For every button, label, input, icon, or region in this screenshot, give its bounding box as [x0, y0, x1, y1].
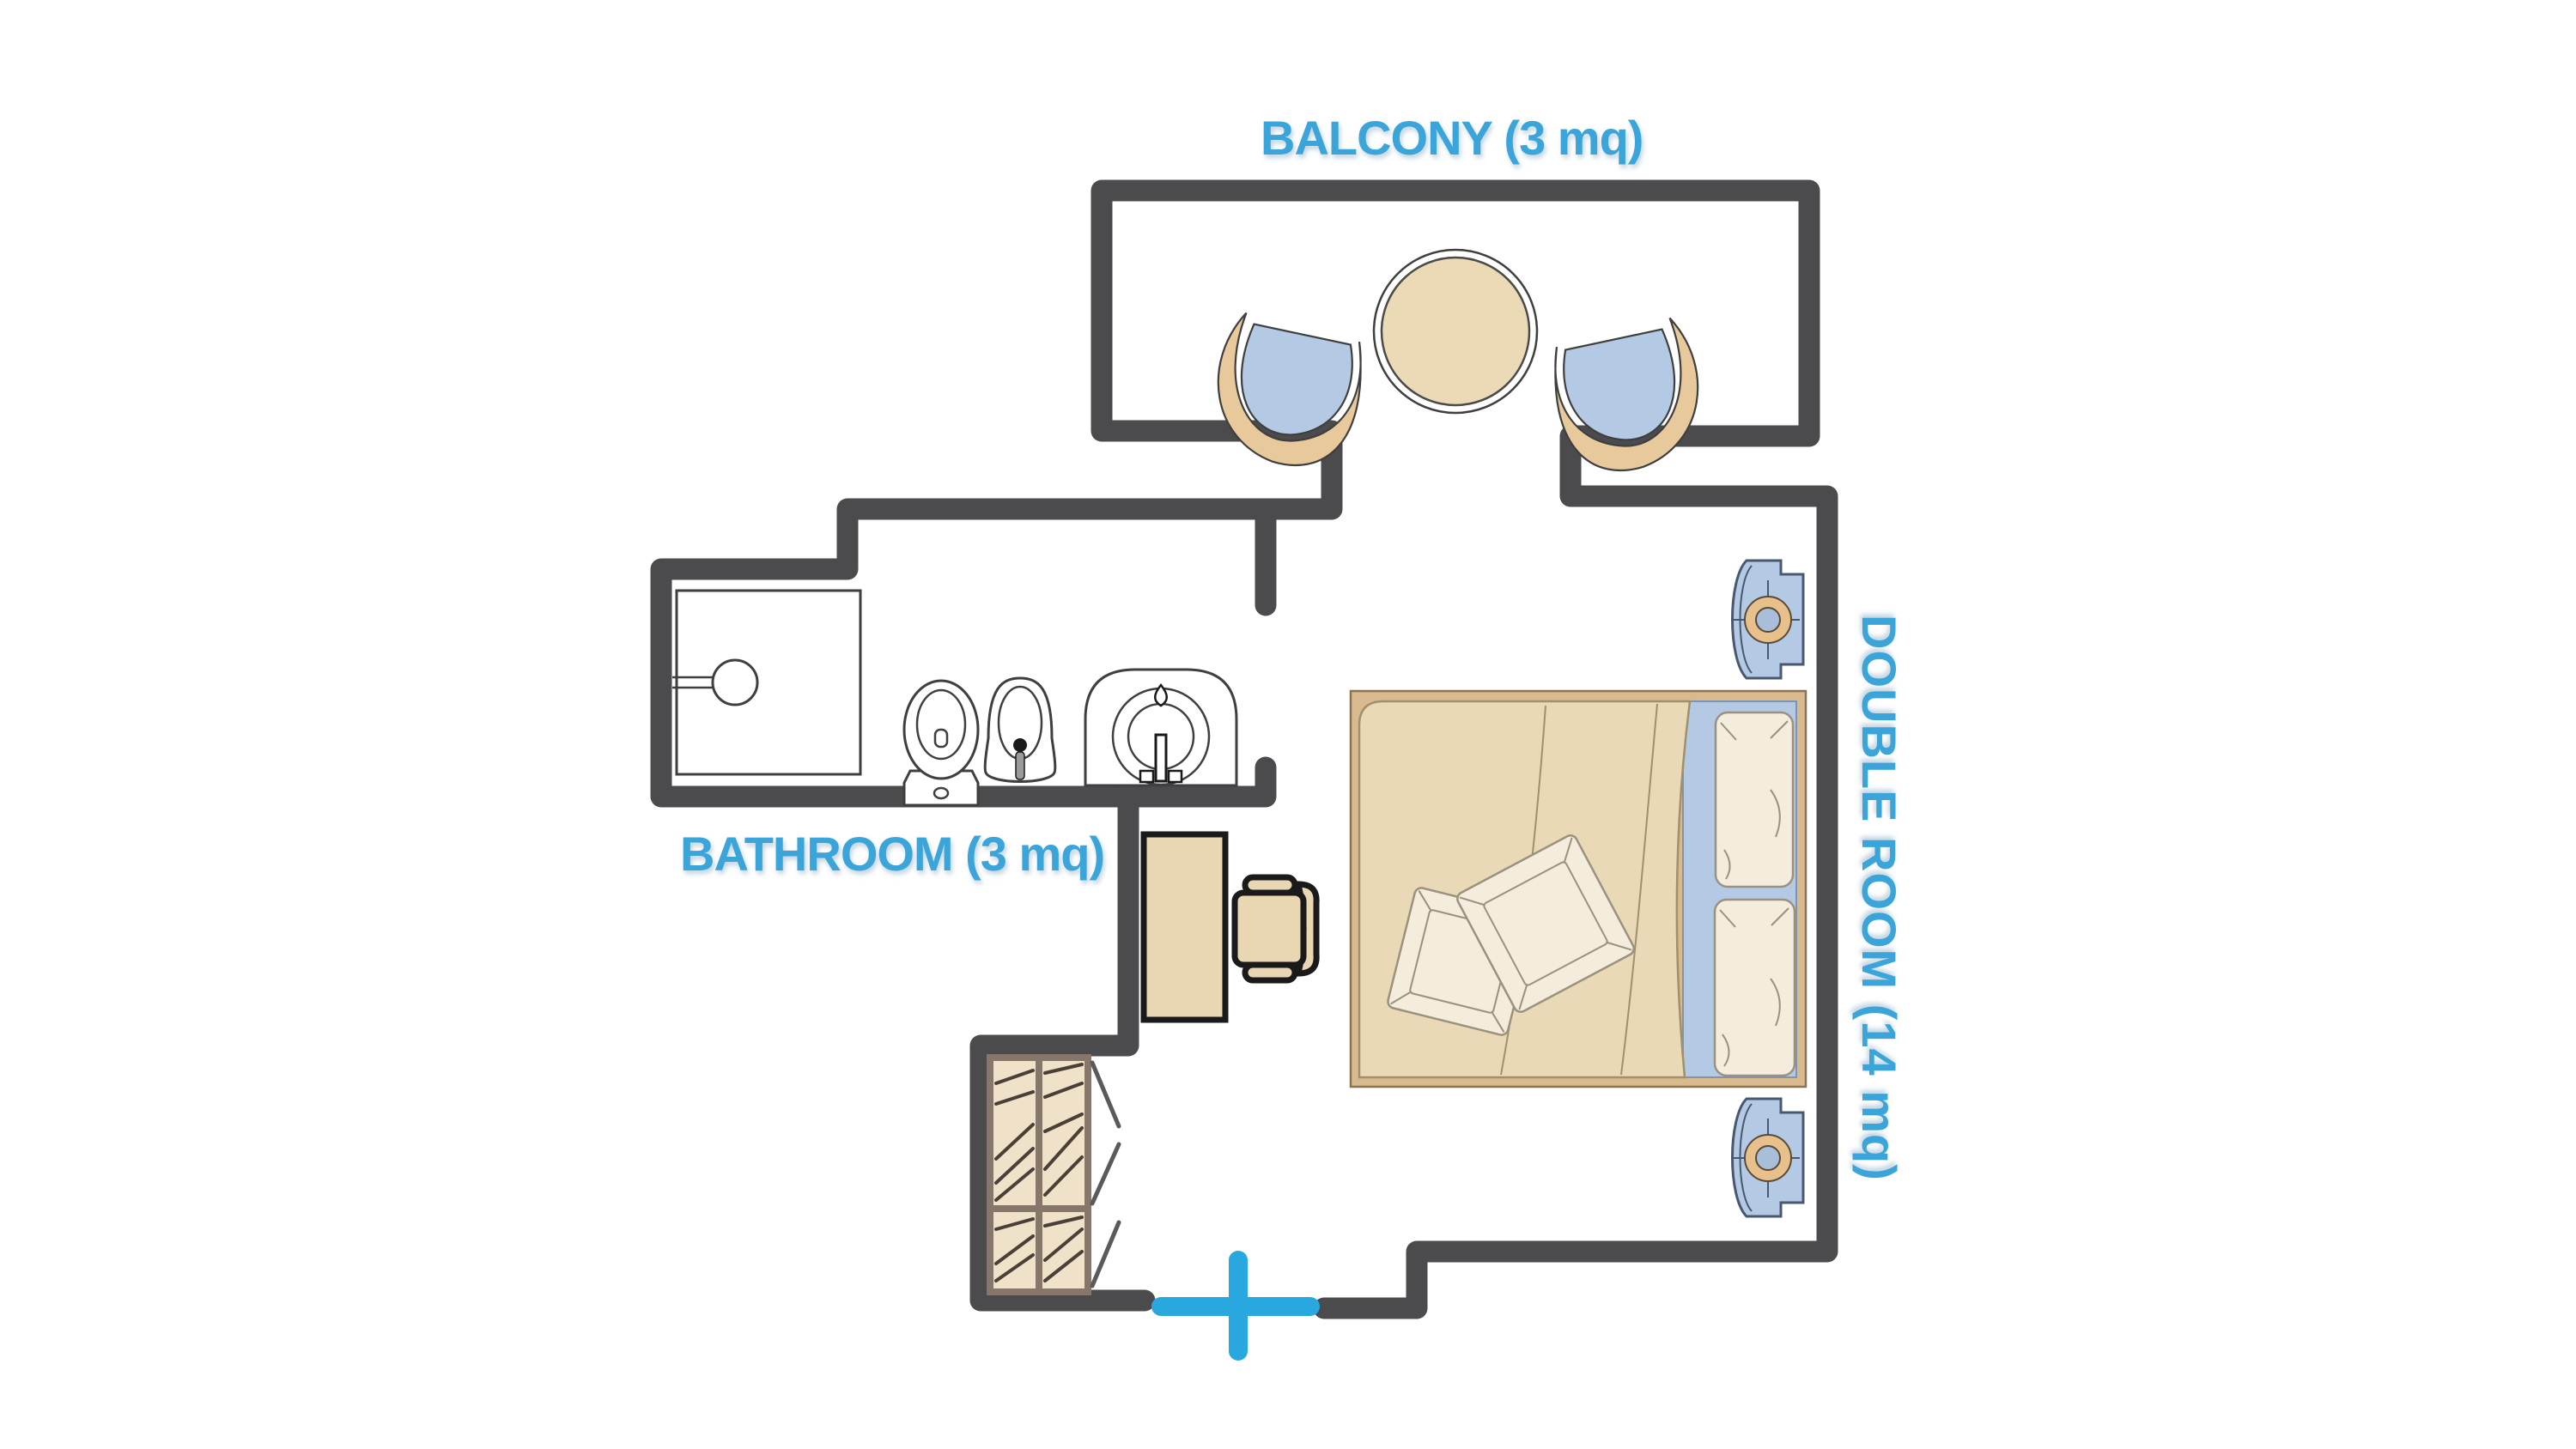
- wardrobe-icon: [987, 1054, 1121, 1295]
- double-room-label: DOUBLE ROOM (14 mq): [1852, 615, 1906, 1181]
- entrance-door-marker: [1151, 1251, 1320, 1361]
- wall-outer-boundary: [650, 179, 1838, 1319]
- toilet-icon: [902, 679, 980, 807]
- shower-icon: [672, 589, 862, 776]
- lamp-bottom-icon: [1731, 1119, 1800, 1197]
- balcony-chair-left-icon: [1217, 312, 1362, 466]
- wardrobe-hanger-lines: [994, 1063, 1084, 1282]
- balcony-table-icon: [1372, 248, 1539, 415]
- sink-icon: [1084, 668, 1238, 787]
- bed-pillow-top: [1714, 711, 1795, 888]
- lamp-top-icon: [1731, 580, 1800, 659]
- nightstand-bottom-icon: [1731, 1097, 1805, 1218]
- bed-pillow-bottom: [1713, 898, 1796, 1077]
- balcony-label: BALCONY (3 mq): [1261, 111, 1643, 165]
- walls: [650, 179, 1838, 1319]
- wardrobe-door-swing-lines: [1090, 1060, 1121, 1288]
- double-bed-icon: [1349, 689, 1807, 1088]
- bidet-icon: [983, 676, 1057, 783]
- bathroom-label: BATHROOM (3 mq): [680, 827, 1105, 881]
- wall-wardrobe-nook: [969, 780, 1156, 1312]
- balcony-chair-right-icon: [1554, 317, 1699, 471]
- throw-pillow-right-icon: [1456, 834, 1635, 1013]
- nightstand-top-icon: [1731, 559, 1805, 680]
- desk-chair-icon: [1231, 874, 1320, 984]
- desk-icon: [1140, 831, 1229, 1023]
